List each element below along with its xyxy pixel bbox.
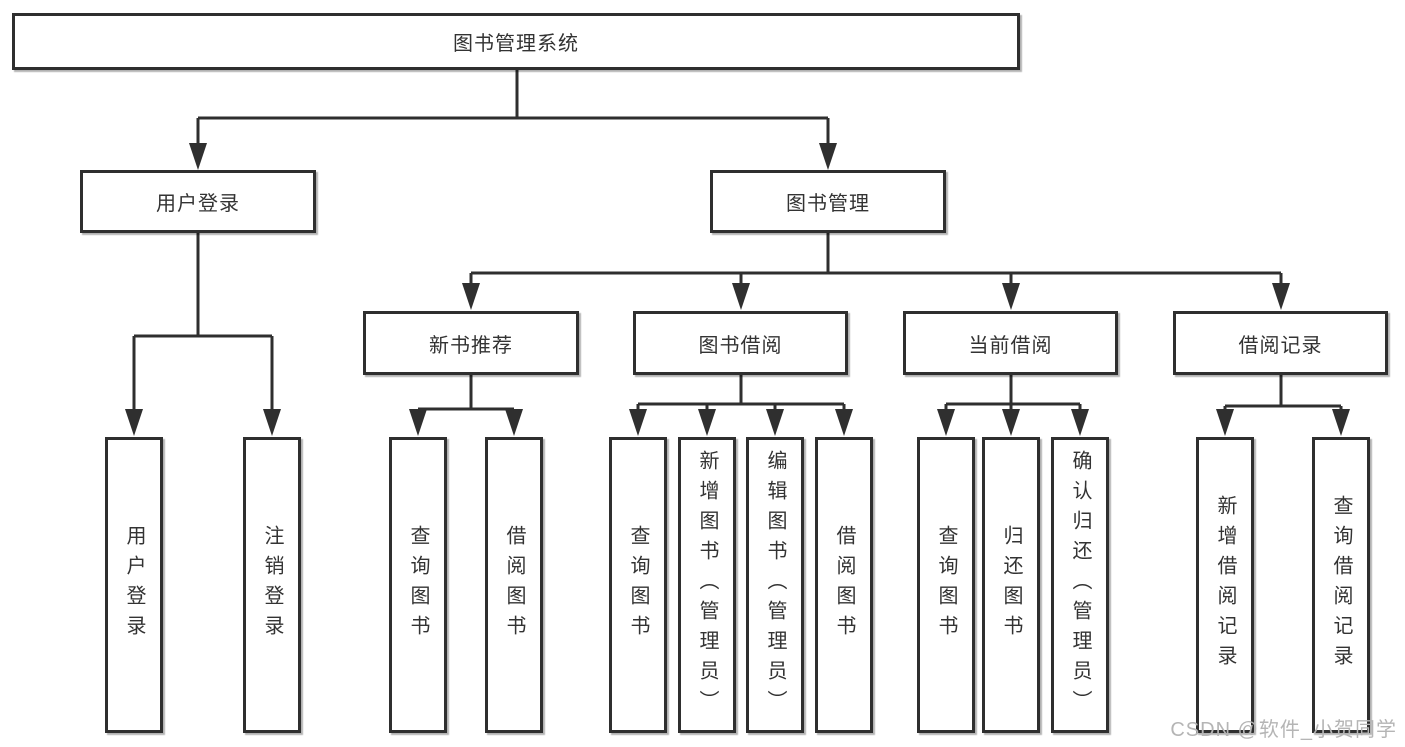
- leaf-return-book: 归还图书: [982, 437, 1040, 733]
- leaf-query-borrow-record: 查询借阅记录: [1312, 437, 1370, 733]
- connector-new-book-recommend-to-leaves: [409, 375, 523, 436]
- leaf-query-books-current-label: 查询图书: [935, 525, 957, 645]
- leaf-query-borrow-record-label: 查询借阅记录: [1330, 495, 1352, 675]
- node-borrow-records: 借阅记录: [1173, 311, 1388, 375]
- connector-user-login-to-leaves: [125, 233, 281, 436]
- node-new-book-recommend-label: 新书推荐: [429, 334, 513, 357]
- arrowhead-down-icon: [505, 409, 523, 436]
- arrowhead-down-icon: [125, 409, 143, 436]
- arrowhead-down-icon: [1272, 283, 1290, 310]
- leaf-query-books-recommend-label: 查询图书: [407, 525, 429, 645]
- node-book-borrow-label: 图书借阅: [698, 334, 783, 357]
- leaf-logout: 注销登录: [243, 437, 301, 733]
- leaf-return-book-label: 归还图书: [1000, 525, 1022, 645]
- node-current-borrow-label: 当前借阅: [968, 334, 1053, 357]
- arrowhead-down-icon: [1332, 409, 1350, 436]
- arrowhead-down-icon: [1002, 283, 1020, 310]
- arrowhead-down-icon: [1071, 409, 1089, 436]
- leaf-query-books-borrow: 查询图书: [609, 437, 667, 733]
- leaf-query-books-borrow-label: 查询图书: [627, 525, 649, 645]
- leaf-borrow-books-label: 借阅图书: [833, 525, 855, 645]
- arrowhead-down-icon: [189, 143, 207, 170]
- leaf-logout-label: 注销登录: [261, 525, 283, 645]
- arrowhead-down-icon: [1216, 409, 1234, 436]
- node-book-borrow: 图书借阅: [633, 311, 848, 375]
- leaf-query-books-recommend: 查询图书: [389, 437, 447, 733]
- arrowhead-down-icon: [462, 283, 480, 310]
- node-book-management: 图书管理: [710, 170, 946, 233]
- leaf-edit-book-admin: 编辑图书（管理员）: [746, 437, 804, 733]
- node-root-system: 图书管理系统: [12, 13, 1020, 70]
- leaf-query-books-current: 查询图书: [917, 437, 975, 733]
- leaf-add-book-admin-label: 新增图书（管理员）: [696, 450, 718, 720]
- leaf-confirm-return-admin: 确认归还（管理员）: [1051, 437, 1109, 733]
- csdn-watermark: CSDN @软件_小贺同学: [1170, 719, 1397, 741]
- leaf-user-login-label: 用户登录: [123, 525, 145, 645]
- connector-borrow-records-to-leaves: [1216, 375, 1350, 436]
- arrowhead-down-icon: [629, 409, 647, 436]
- leaf-add-borrow-record-label: 新增借阅记录: [1214, 495, 1236, 675]
- node-user-login: 用户登录: [80, 170, 316, 233]
- node-new-book-recommend: 新书推荐: [363, 311, 579, 375]
- connector-current-borrow-to-leaves: [937, 375, 1089, 436]
- leaf-add-book-admin: 新增图书（管理员）: [678, 437, 736, 733]
- arrowhead-down-icon: [263, 409, 281, 436]
- arrowhead-down-icon: [732, 283, 750, 310]
- arrowhead-down-icon: [1002, 409, 1020, 436]
- leaf-borrow-books-recommend-label: 借阅图书: [503, 525, 525, 645]
- arrowhead-down-icon: [698, 409, 716, 436]
- node-borrow-records-label: 借阅记录: [1238, 334, 1323, 357]
- leaf-borrow-books: 借阅图书: [815, 437, 873, 733]
- arrowhead-down-icon: [937, 409, 955, 436]
- node-current-borrow: 当前借阅: [903, 311, 1118, 375]
- leaf-borrow-books-recommend: 借阅图书: [485, 437, 543, 733]
- connector-root-to-level2: [189, 70, 837, 170]
- leaf-edit-book-admin-label: 编辑图书（管理员）: [764, 450, 786, 720]
- node-book-management-label: 图书管理: [786, 193, 870, 215]
- arrowhead-down-icon: [409, 409, 427, 436]
- leaf-confirm-return-admin-label: 确认归还（管理员）: [1069, 450, 1091, 720]
- leaf-add-borrow-record: 新增借阅记录: [1196, 437, 1254, 733]
- leaf-user-login: 用户登录: [105, 437, 163, 733]
- arrowhead-down-icon: [819, 143, 837, 170]
- node-user-login-label: 用户登录: [156, 193, 240, 215]
- connector-book-borrow-to-leaves: [629, 375, 853, 436]
- node-root-label: 图书管理系统: [453, 33, 579, 55]
- connector-book-management-to-level3: [462, 233, 1290, 310]
- arrowhead-down-icon: [766, 409, 784, 436]
- arrowhead-down-icon: [835, 409, 853, 436]
